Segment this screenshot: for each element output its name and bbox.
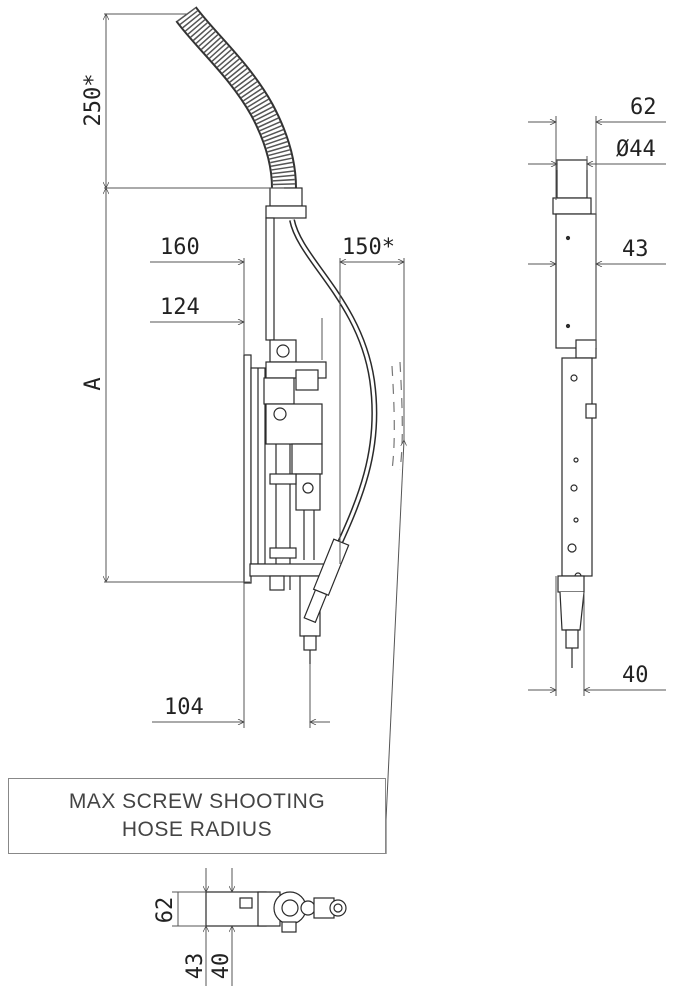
dim-side-40: 40 — [622, 663, 649, 688]
bracket-arm — [265, 217, 275, 341]
mounting-plate — [243, 354, 252, 584]
top-dimensions — [172, 868, 232, 986]
side-dimensions — [528, 116, 666, 696]
front-dimensions — [104, 14, 404, 854]
dim-160: 160 — [160, 235, 200, 260]
dim-a: A — [81, 377, 106, 390]
dim-side-dia44: Ø44 — [616, 137, 656, 162]
side-hose-connector — [556, 159, 588, 199]
side-body — [555, 213, 597, 349]
dim-top-62: 62 — [153, 897, 178, 924]
corrugated-hose — [175, 6, 297, 189]
dim-104: 104 — [164, 695, 204, 720]
side-view — [552, 159, 597, 668]
dim-top-40: 40 — [209, 953, 234, 980]
top-view — [205, 891, 347, 933]
dim-124: 124 — [160, 295, 200, 320]
dim-150: 150* — [342, 235, 395, 260]
dim-250: 250* — [81, 74, 106, 127]
hose-radius-caption: MAX SCREW SHOOTING HOSE RADIUS — [8, 778, 386, 854]
caption-line-1: MAX SCREW SHOOTING — [68, 790, 326, 813]
dim-top-43: 43 — [183, 953, 208, 980]
caption-line-2: HOSE RADIUS — [121, 818, 273, 841]
dim-side-62: 62 — [630, 95, 657, 120]
dim-side-43: 43 — [622, 237, 649, 262]
top-body — [205, 891, 267, 927]
front-view — [175, 6, 403, 664]
side-lower-body — [561, 357, 593, 577]
hose-connector — [269, 187, 303, 207]
